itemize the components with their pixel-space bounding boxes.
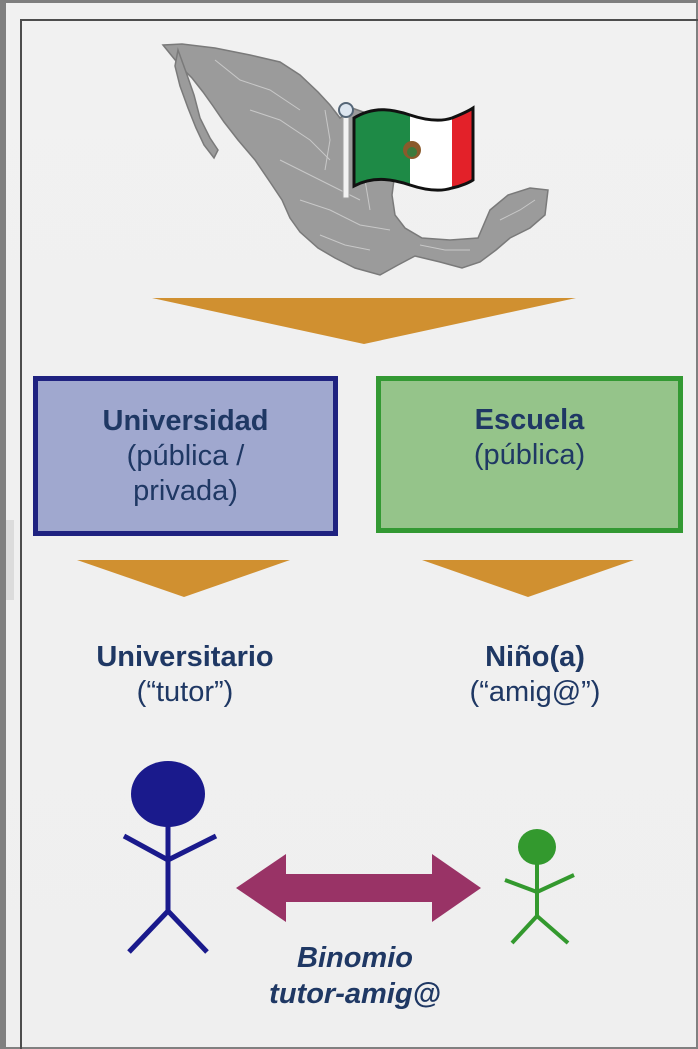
school-title: Escuela (474, 404, 585, 436)
mexico-flag-icon (338, 102, 475, 199)
child-title: Niño(a) (485, 641, 585, 673)
slide-inner-border (20, 19, 698, 1049)
tutor-subtitle: (“tutor”) (136, 676, 234, 708)
pair-line1: Binomio (297, 942, 413, 974)
school-subtitle: (pública) (473, 439, 586, 471)
child-figure (504, 829, 575, 945)
arrow-down-main (152, 298, 576, 344)
tutor-figure (122, 761, 218, 954)
side-shade (6, 520, 14, 600)
university-line2: privada) (133, 474, 238, 507)
double-arrow (236, 854, 481, 922)
university-title: Universidad (102, 404, 269, 437)
university-line1: (pública / (126, 439, 245, 472)
tutor-label: Universitario (“tutor”) (50, 640, 320, 710)
university-box: Universidad (pública / privada) (33, 376, 338, 536)
child-subtitle: (“amig@”) (469, 676, 601, 708)
pair-caption: Binomio tutor-amig@ (230, 940, 480, 1012)
pair-line2: tutor-amig@ (269, 978, 441, 1010)
child-label: Niño(a) (“amig@”) (400, 640, 670, 710)
arrow-down-university (77, 560, 290, 597)
school-box: Escuela (pública) (376, 376, 683, 533)
arrow-down-school (422, 560, 634, 597)
tutor-title: Universitario (96, 641, 274, 673)
